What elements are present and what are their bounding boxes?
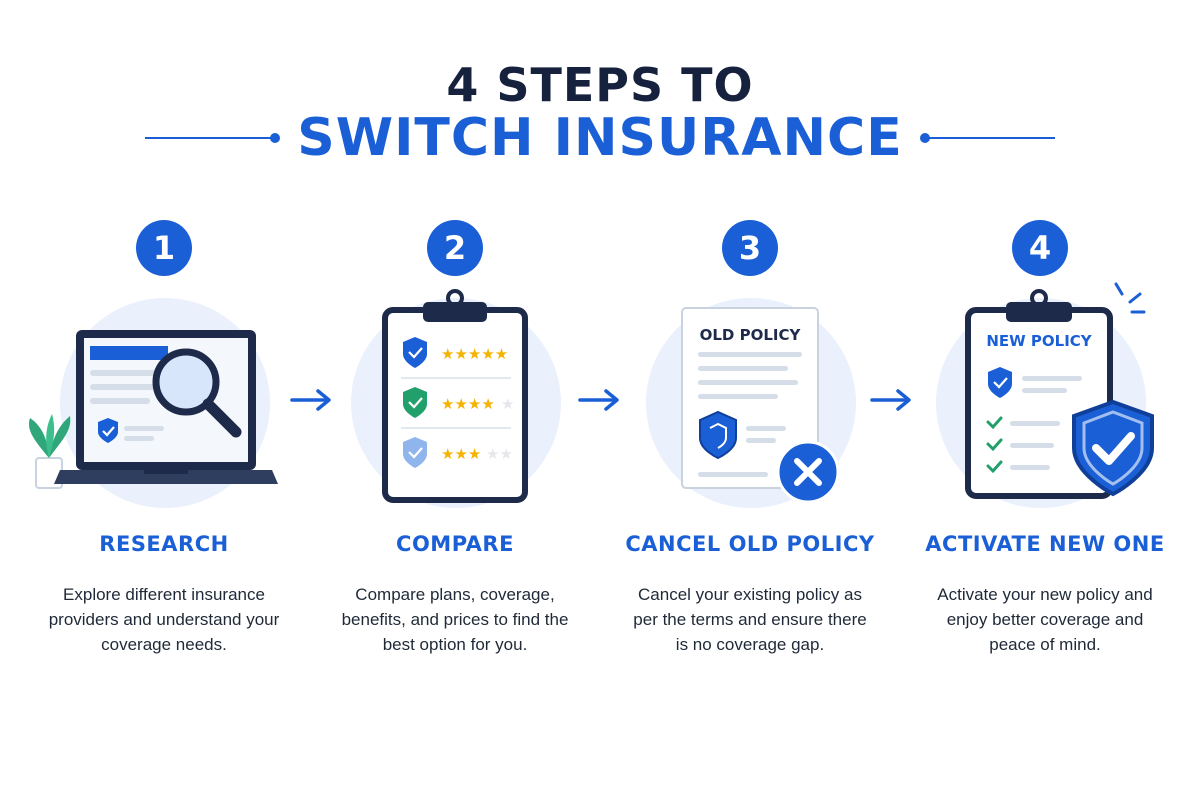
old-policy-label: OLD POLICY (699, 326, 801, 344)
cancel-x-icon (776, 440, 840, 504)
title-divider-left (145, 137, 275, 139)
title-divider-left-dot (270, 133, 280, 143)
step-1-number-badge: 1 (136, 220, 192, 276)
new-policy-shield-icon: NEW POLICY (890, 280, 1190, 510)
shield-check-icon (1072, 399, 1154, 497)
laptop-magnifier-icon (28, 330, 278, 489)
step-2-title: COMPARE (396, 532, 514, 556)
svg-text:★: ★ (501, 395, 514, 413)
svg-text:★★: ★★ (486, 445, 513, 463)
arrow-right-icon (290, 389, 331, 411)
step-2-description: Compare plans, coverage, benefits, and p… (341, 585, 569, 654)
old-policy-document-icon (681, 307, 819, 489)
arrow-right-icon (870, 389, 911, 411)
title-divider-right (925, 137, 1055, 139)
svg-text:★★★★: ★★★★ (441, 395, 495, 413)
step-4-number-badge: 4 (1012, 220, 1068, 276)
step-3-title: CANCEL OLD POLICY (625, 532, 875, 556)
svg-text:★★★★★: ★★★★★ (441, 345, 508, 363)
new-policy-label: NEW POLICY (986, 332, 1092, 350)
title-line-1: 4 STEPS TO (446, 58, 754, 112)
title-line-2: SWITCH INSURANCE (297, 108, 903, 168)
step-4-title: ACTIVATE NEW ONE (925, 532, 1165, 556)
step-3-description: Cancel your existing policy as per the t… (633, 585, 867, 654)
clipboard-ratings-icon: ★★★★★ ★★★★ ★ ★★★ ★★ (382, 289, 528, 503)
old-policy-cancel-icon: OLD POLICY (600, 280, 900, 510)
svg-text:★★★: ★★★ (441, 445, 481, 463)
step-4-description: Activate your new policy and enjoy bette… (937, 585, 1153, 654)
step-1-description: Explore different insurance providers an… (48, 585, 280, 654)
step-1-title: RESEARCH (99, 532, 229, 556)
arrow-right-icon (578, 389, 619, 411)
step-3-number-badge: 3 (722, 220, 778, 276)
step-2-number-badge: 2 (427, 220, 483, 276)
